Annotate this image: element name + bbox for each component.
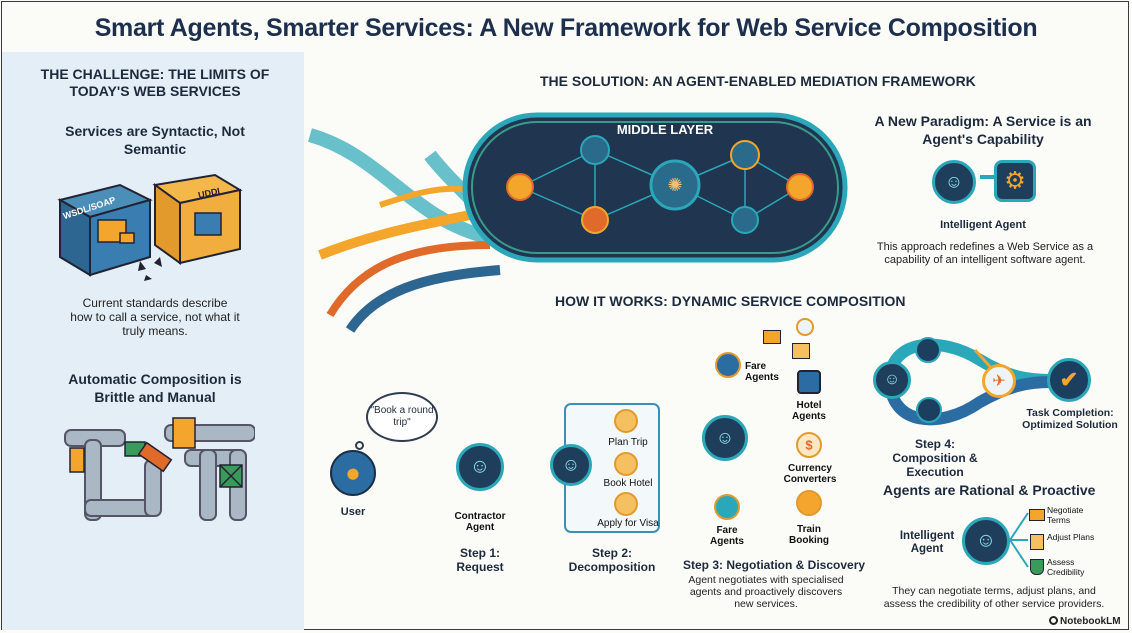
- gear-icon: ⚙: [994, 160, 1036, 202]
- checkmark-icon: ✔: [1047, 358, 1091, 402]
- ability-assess: Assess Credibility: [1047, 557, 1085, 577]
- syntactic-title: Services are Syntactic, Not Semantic: [65, 123, 245, 157]
- gear-task-icon: [915, 337, 941, 363]
- footer-brand: NotebookLM: [1049, 616, 1121, 627]
- hotel-bed-icon: [614, 452, 638, 476]
- handshake-icon: [1029, 509, 1045, 521]
- task-completion-label: Task Completion: Optimized Solution: [1022, 407, 1118, 431]
- fare-agent-icon: [714, 494, 740, 520]
- intelligent-agent-label: Intelligent Agent: [940, 219, 1026, 231]
- middle-layer-label: MIDDLE LAYER: [616, 122, 714, 137]
- contractor-label: Contractor Agent: [454, 511, 506, 533]
- shield-icon: [1030, 559, 1044, 575]
- paradigm-text: This approach redefines a Web Service as…: [876, 241, 1094, 266]
- broken-service-boxes-illustration: [57, 173, 243, 281]
- negotiator-robot-icon: ☺: [702, 415, 748, 461]
- fare-agent-icon: [715, 352, 741, 378]
- task-plan-trip: Plan Trip: [608, 437, 648, 448]
- ability-negotiate: Negotiate Terms: [1047, 505, 1084, 525]
- contractor-robot-icon: ☺: [456, 443, 504, 491]
- plan-document-icon: [1030, 534, 1044, 550]
- airplane-icon: ✈: [982, 364, 1016, 398]
- step3-text: Agent negotiates with specialised agents…: [688, 574, 844, 610]
- user-request-bubble: "Book a round trip": [366, 392, 438, 442]
- middle-layer-illustration: ✺: [307, 112, 848, 333]
- step4-label: Step 4: Composition & Execution: [892, 437, 978, 479]
- step2-label: Step 2: Decomposition: [568, 546, 656, 574]
- broken-pipes-illustration: [64, 417, 255, 521]
- fare-agents-bottom-label: Fare Agents: [710, 525, 744, 547]
- fare-agents-top-label: Fare Agents: [745, 361, 779, 383]
- rational-robot-icon: ☺: [962, 517, 1010, 565]
- hotel-agents-label: Hotel Agents: [792, 400, 826, 422]
- rational-text: They can negotiate terms, adjust plans, …: [883, 585, 1105, 610]
- hotel-building-icon: [797, 370, 821, 394]
- connector-line: [980, 175, 994, 179]
- handshake-icon: [763, 330, 781, 344]
- document-task-icon: [916, 397, 942, 423]
- task-book-hotel: Book Hotel: [603, 478, 653, 489]
- step1-label: Step 1: Request: [456, 546, 504, 574]
- decomposer-robot-icon: ☺: [550, 444, 592, 486]
- clipboard-icon: [614, 409, 638, 433]
- rational-agent-label: Intelligent Agent: [899, 530, 955, 555]
- user-avatar-icon: ●: [330, 450, 376, 496]
- challenge-heading: THE CHALLENGE: THE LIMITS OF TODAY'S WEB…: [40, 66, 270, 99]
- svg-text:✺: ✺: [667, 175, 682, 196]
- train-icon: [796, 490, 822, 516]
- visa-document-icon: [614, 492, 638, 516]
- page-title: Smart Agents, Smarter Services: A New Fr…: [94, 14, 1038, 42]
- challenge-panel: [2, 52, 304, 630]
- rational-title: Agents are Rational & Proactive: [883, 482, 1096, 498]
- notebooklm-logo-icon: [1049, 616, 1058, 625]
- user-label: User: [340, 506, 366, 518]
- currency-converter-icon: $: [796, 432, 822, 458]
- executor-robot-icon: ☺: [873, 361, 911, 399]
- ability-connectors: [1009, 512, 1029, 568]
- syntactic-text: Current standards describe how to call a…: [70, 296, 240, 338]
- wsdl-box: [57, 183, 153, 277]
- ticket-icon: [792, 343, 810, 359]
- robot-agent-icon: ☺: [932, 160, 976, 204]
- step3-label: Step 3: Negotiation & Discovery: [683, 558, 866, 572]
- footer-text: NotebookLM: [1060, 616, 1121, 627]
- uddi-box: [152, 173, 243, 265]
- ability-adjust: Adjust Plans: [1047, 532, 1095, 542]
- exchange-icon: [796, 318, 814, 336]
- how-heading: HOW IT WORKS: DYNAMIC SERVICE COMPOSITIO…: [555, 293, 906, 309]
- paradigm-title: A New Paradigm: A Service is an Agent's …: [874, 113, 1092, 147]
- thought-dot: [355, 441, 364, 450]
- solution-heading: THE SOLUTION: AN AGENT-ENABLED MEDIATION…: [540, 73, 976, 89]
- currency-converters-label: Currency Converters: [783, 463, 837, 485]
- task-apply-visa: Apply for Visa: [597, 518, 659, 529]
- train-booking-label: Train Booking: [789, 524, 829, 546]
- brittle-title: Automatic Composition is Brittle and Man…: [68, 371, 242, 405]
